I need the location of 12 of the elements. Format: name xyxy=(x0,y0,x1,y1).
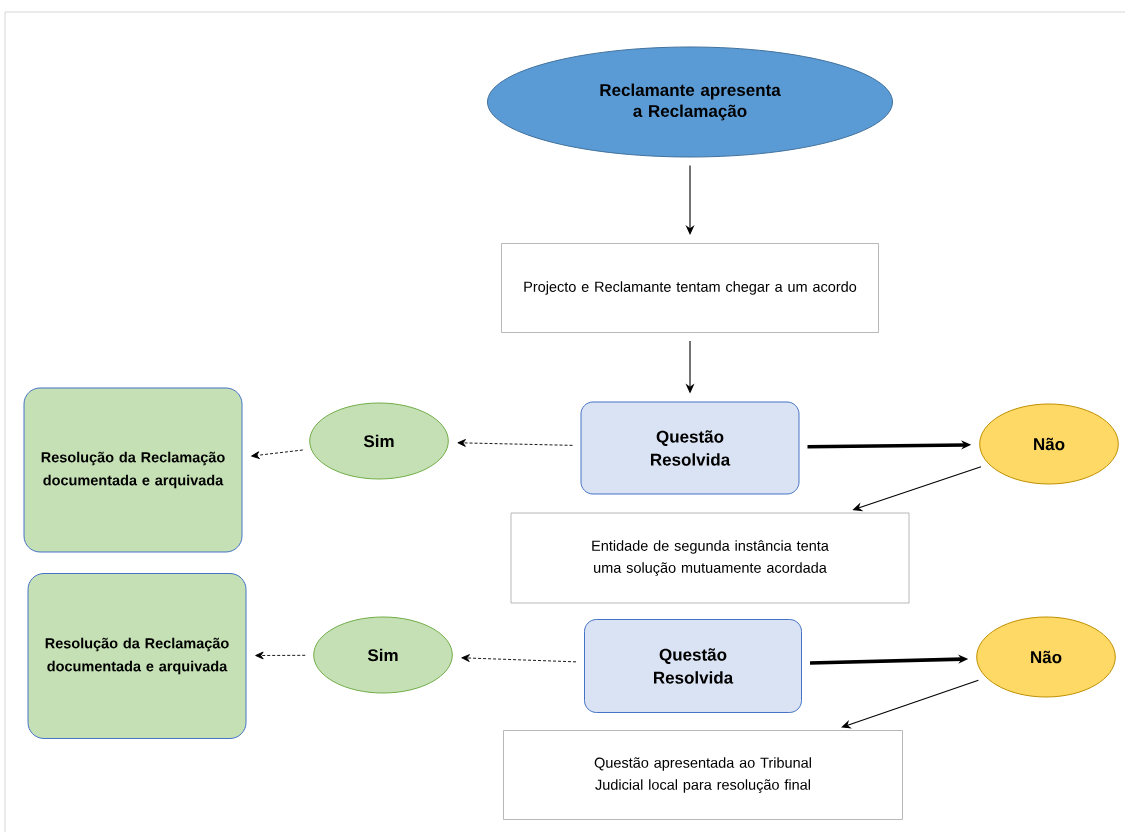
process-box: Entidade de segunda instância tenta uma solução mutuamente acordada xyxy=(510,512,910,604)
result-box: Resolução da Reclamação documentada e arquivada xyxy=(23,387,243,553)
result-box: Resolução da Reclamação documentada e arquivada xyxy=(27,573,247,739)
arrow xyxy=(461,654,577,663)
decision-box: Questão Resolvida xyxy=(584,619,802,713)
decision-box: Questão Resolvida xyxy=(580,401,800,495)
arrow xyxy=(457,439,573,447)
arrow xyxy=(255,651,306,660)
process-box: Projecto e Reclamante tentam chegar a um acordo xyxy=(501,243,879,333)
arrow xyxy=(251,449,304,459)
process-box: Questão apresentada ao Tribunal Judicial local para resolução final xyxy=(503,730,903,820)
arrow xyxy=(841,679,979,729)
